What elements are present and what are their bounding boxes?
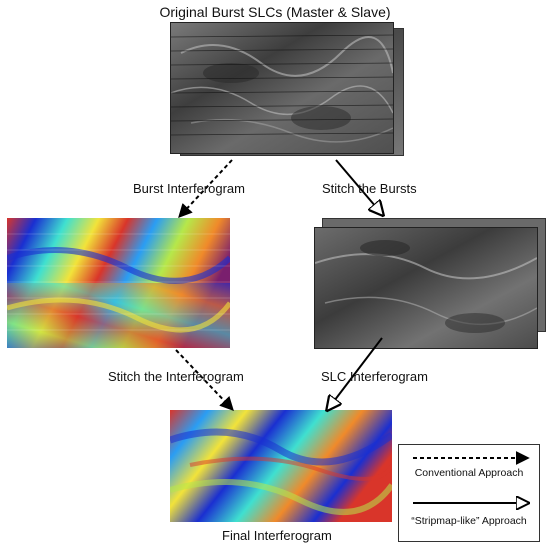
arrow-to-stitched-slc <box>335 159 382 214</box>
arrow-to-final-solid <box>328 337 383 409</box>
label-final-interferogram: Final Interferogram <box>222 528 332 543</box>
label-stitch-interferogram: Stitch the Interferogram <box>108 369 244 384</box>
legend: Conventional Approach “Stripmap-like” Ap… <box>398 444 540 542</box>
label-slc-interferogram: SLC Interferogram <box>321 369 428 384</box>
legend-stripmap-label: “Stripmap-like” Approach <box>411 515 527 527</box>
label-burst-interferogram: Burst Interferogram <box>133 181 245 196</box>
legend-conventional-label: Conventional Approach <box>414 467 524 479</box>
burst-interferogram-image <box>7 218 230 348</box>
stitched-slc-image <box>314 227 538 349</box>
page-title: Original Burst SLCs (Master & Slave) <box>159 4 391 20</box>
arrow-to-burst-interferogram <box>178 159 233 219</box>
legend-arrows <box>413 451 530 541</box>
final-interferogram-image <box>170 410 392 522</box>
label-stitch-bursts: Stitch the Bursts <box>322 181 417 196</box>
burst-slc-image <box>170 22 394 154</box>
